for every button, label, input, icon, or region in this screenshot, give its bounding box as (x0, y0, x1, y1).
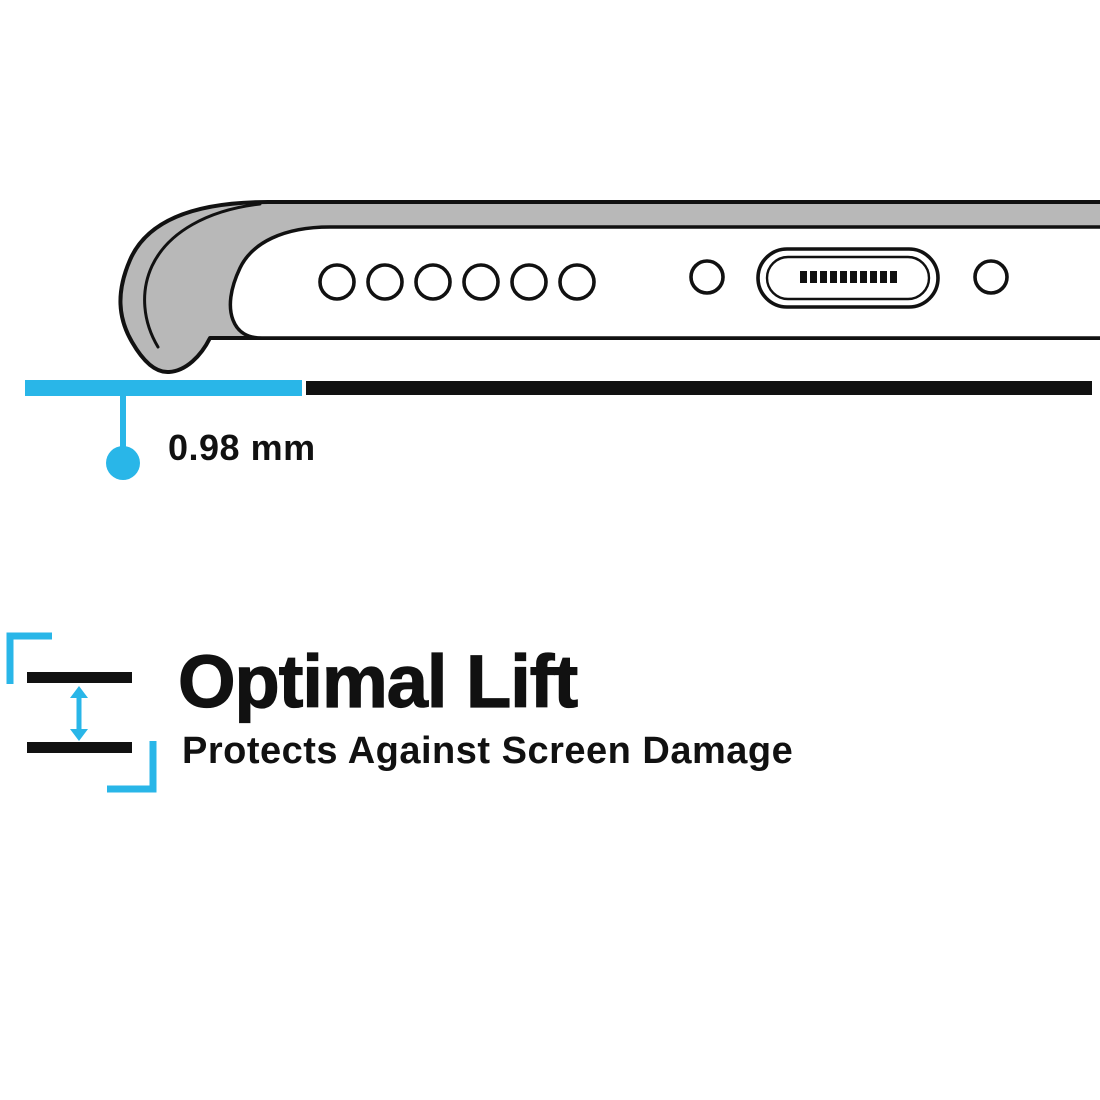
speaker-hole (558, 263, 596, 301)
case-lip-inner-line (143, 202, 262, 349)
speaker-hole (414, 263, 452, 301)
lift-measurement-label: 0.98 mm (168, 427, 316, 468)
surface-line-accent-segment (25, 380, 302, 396)
speaker-hole (462, 263, 500, 301)
charging-port-inner (765, 255, 931, 301)
phone-bottom-edge-illustration (25, 200, 1100, 480)
speaker-hole (510, 263, 548, 301)
measurement-drop-line (120, 396, 126, 448)
measurement-dot (106, 446, 140, 480)
mic-hole (689, 259, 725, 295)
speaker-holes (318, 263, 596, 301)
screw-hole (973, 259, 1009, 295)
charging-port-icon (756, 247, 940, 309)
phone-body (228, 225, 1100, 340)
charging-port-outer (756, 247, 940, 309)
feature-title: Optimal Lift (177, 640, 578, 723)
speaker-hole (366, 263, 404, 301)
feature-subtitle: Protects Against Screen Damage (182, 730, 794, 772)
double-arrow-icon (70, 686, 88, 741)
surface-line-dark-segment (306, 381, 1092, 395)
gap-line-bottom (27, 742, 132, 753)
bracket-top-left-icon (6, 632, 52, 684)
lift-spacing-icon (6, 632, 157, 793)
charging-port-pins (800, 271, 897, 283)
bracket-bottom-right-icon (107, 741, 157, 793)
gap-line-top (27, 672, 132, 683)
speaker-hole (318, 263, 356, 301)
